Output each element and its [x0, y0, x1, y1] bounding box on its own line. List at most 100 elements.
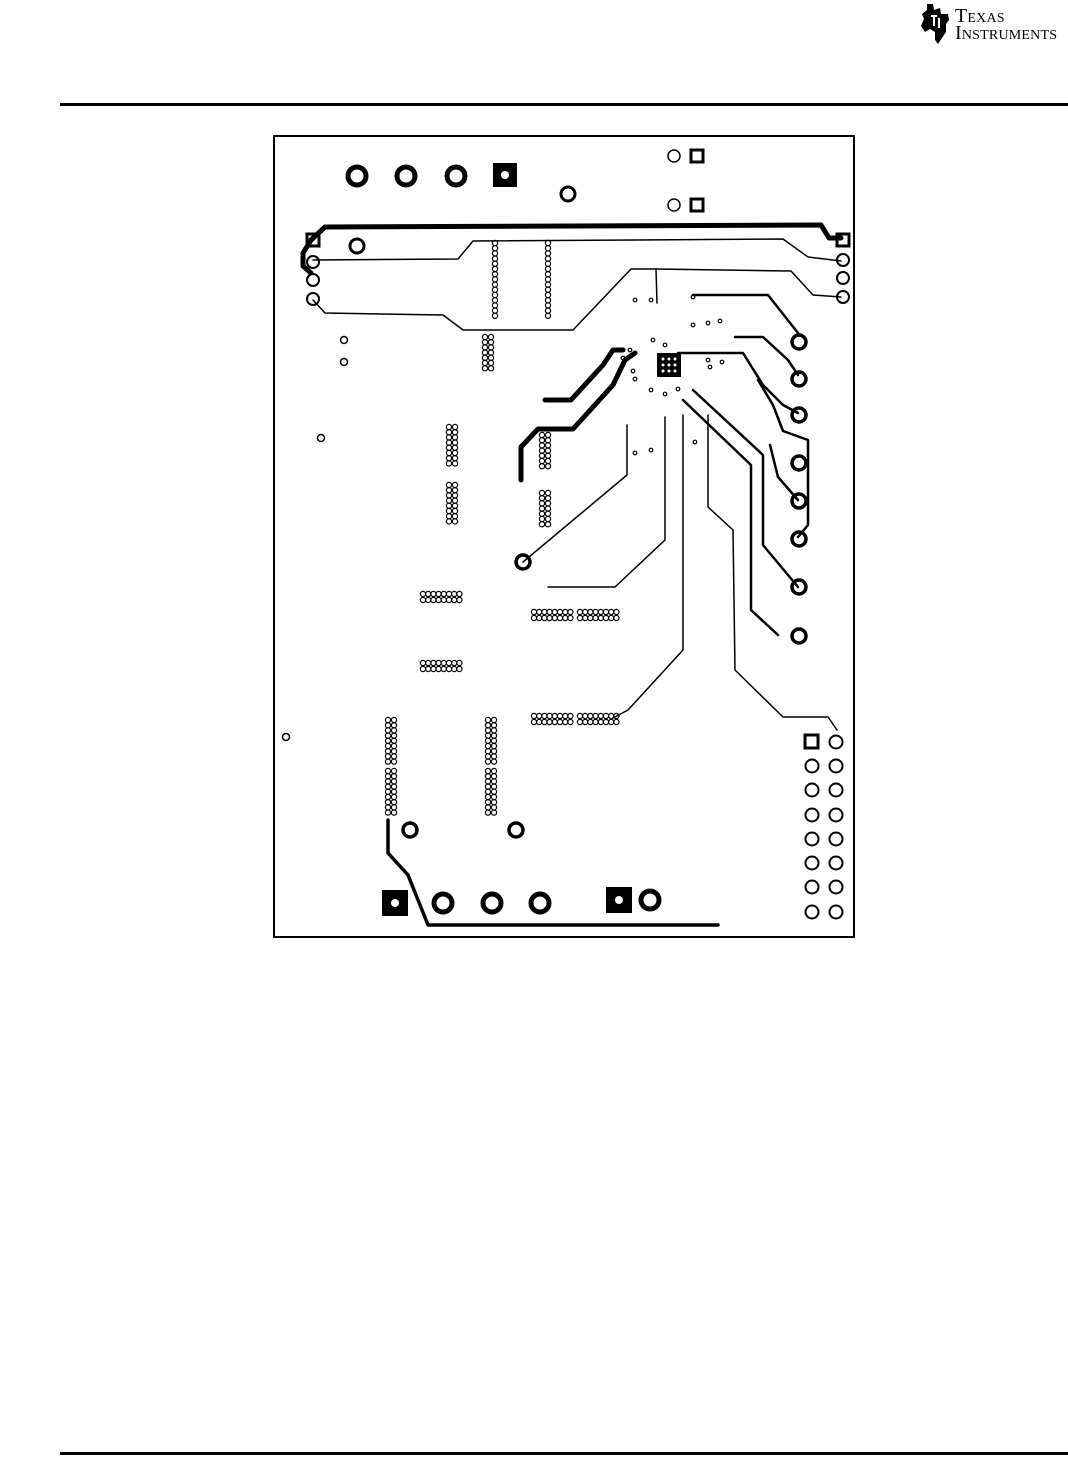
via: [488, 334, 493, 339]
via: [563, 713, 568, 718]
via: [537, 713, 542, 718]
via: [492, 266, 497, 271]
via: [537, 609, 542, 614]
via: [446, 482, 451, 487]
via: [539, 516, 544, 521]
via: [609, 719, 614, 724]
pcb-layout-figure: [273, 135, 855, 938]
via: [488, 366, 493, 371]
trace-thin-4: [708, 415, 837, 730]
via: [441, 666, 446, 671]
via: [431, 597, 436, 602]
via: [385, 754, 390, 759]
via: [649, 388, 653, 392]
via: [531, 713, 536, 718]
via: [545, 501, 550, 506]
via: [485, 759, 490, 764]
via: [485, 789, 490, 794]
via: [545, 490, 550, 495]
via: [603, 615, 608, 620]
via: [545, 511, 550, 516]
via: [420, 660, 425, 665]
via: [452, 461, 457, 466]
trace-thin-1: [523, 425, 627, 562]
via: [420, 591, 425, 596]
via: [547, 609, 552, 614]
via: [441, 597, 446, 602]
via: [568, 609, 573, 614]
via: [633, 451, 637, 455]
via: [663, 392, 667, 396]
pour-outline-right: [656, 269, 841, 297]
via: [651, 338, 655, 342]
via: [485, 733, 490, 738]
via: [491, 723, 496, 728]
via: [568, 719, 573, 724]
via: [545, 298, 550, 303]
via: [485, 800, 490, 805]
via: [391, 733, 396, 738]
via: [488, 340, 493, 345]
via: [545, 303, 550, 308]
via: [545, 448, 550, 453]
via: [452, 666, 457, 671]
via: [485, 805, 490, 810]
top-bus-trace: [311, 225, 841, 240]
via: [385, 743, 390, 748]
via: [391, 723, 396, 728]
via: [488, 345, 493, 350]
via: [391, 738, 396, 743]
via: [491, 733, 496, 738]
via-arrays: [385, 240, 723, 815]
bottom-right-header: [805, 735, 843, 919]
via: [485, 774, 490, 779]
bold-trace-b: [521, 353, 635, 480]
via: [485, 728, 490, 733]
copper-traces: [303, 225, 841, 925]
trace-thin-3: [613, 415, 683, 718]
via: [545, 464, 550, 469]
pour-outline-bottom: [313, 269, 657, 330]
via: [452, 435, 457, 440]
via: [431, 666, 436, 671]
via: [491, 784, 496, 789]
trace-thin-2: [548, 417, 665, 587]
via: [492, 246, 497, 251]
via: [485, 810, 490, 815]
via: [545, 287, 550, 292]
via: [491, 774, 496, 779]
via: [492, 282, 497, 287]
via: [441, 591, 446, 596]
via: [492, 308, 497, 313]
via: [436, 660, 441, 665]
via: [391, 779, 396, 784]
via: [633, 298, 637, 302]
via: [539, 490, 544, 495]
via: [598, 719, 603, 724]
via: [391, 774, 396, 779]
via: [545, 272, 550, 277]
via: [545, 277, 550, 282]
via: [452, 456, 457, 461]
via: [492, 261, 497, 266]
via: [577, 609, 582, 614]
via: [593, 713, 598, 718]
via: [539, 438, 544, 443]
via: [614, 719, 619, 724]
trace-j1: [693, 295, 798, 333]
pour-outline-top: [313, 239, 841, 261]
via: [446, 430, 451, 435]
via: [431, 660, 436, 665]
via: [446, 591, 451, 596]
via: [446, 424, 451, 429]
via: [391, 754, 396, 759]
via: [436, 597, 441, 602]
via: [452, 498, 457, 503]
via: [588, 609, 593, 614]
via: [488, 350, 493, 355]
via: [452, 591, 457, 596]
via: [426, 591, 431, 596]
via: [557, 719, 562, 724]
via: [420, 666, 425, 671]
via: [385, 774, 390, 779]
